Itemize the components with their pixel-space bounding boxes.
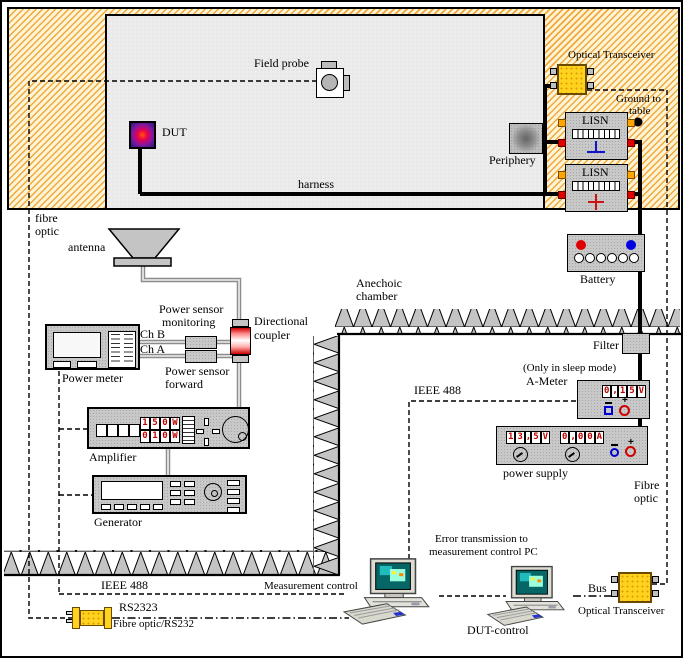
shielded-room-interior (105, 14, 545, 210)
fibre-optic-right-label-line2: optic (634, 491, 658, 505)
power-supply-knob-1 (513, 447, 528, 462)
ch-a-label: Ch A (140, 342, 166, 356)
a-meter-minus-terminal (604, 406, 613, 415)
fibre-rs232-label: Fibre optic/RS232 (113, 618, 194, 630)
dut-control-pc-icon (486, 565, 565, 627)
harness-label: harness (298, 177, 334, 191)
error-transmission-label-line2: measurement control PC (429, 546, 538, 558)
power-supply-current-display: 0 , 0 0 A (560, 431, 604, 444)
ground-to-table-label-line1: Ground to (616, 93, 661, 105)
power-sensor-forward-label-line2: forward (165, 377, 203, 391)
generator-knob (204, 483, 222, 501)
ground-to-table-label-line2: table (629, 105, 651, 117)
dut-label: DUT (162, 125, 187, 139)
lisn-bottom-box: LISN (558, 164, 635, 212)
directional-coupler-label-line2: coupler (254, 328, 290, 342)
dut-box (129, 121, 156, 149)
battery-label: Battery (580, 272, 616, 286)
generator-box (92, 475, 247, 514)
amplifier-box: 1 5 0 W 0 1 0 W (87, 407, 250, 449)
lisn-top-box: LISN (558, 112, 635, 160)
power-supply-knob-2 (565, 447, 580, 462)
filter-box (622, 333, 650, 354)
antenna-label: antenna (68, 240, 106, 254)
power-sensor-monitoring-label-line2: monitoring (162, 315, 216, 329)
power-supply-plus-terminal (625, 446, 636, 457)
optical-transceiver-bottom-icon (611, 572, 659, 603)
generator-label: Generator (94, 515, 142, 529)
ieee488-bottom-label: IEEE 488 (101, 578, 148, 592)
anechoic-chamber-label-line1: Anechoic (356, 276, 402, 290)
periphery-label: Periphery (489, 153, 536, 167)
power-supply-box: 1 3 , 5 V 0 , 0 0 A + (496, 426, 648, 465)
optical-transceiver-top-label: Optical Transceiver (568, 49, 655, 61)
anechoic-chamber-label-line2: chamber (356, 289, 398, 303)
measurement-control-label: Measurement control (264, 580, 358, 592)
ieee488-right-label: IEEE 488 (414, 383, 461, 397)
rs232-label: RS2323 (119, 600, 158, 614)
directional-coupler-label-line1: Directional (254, 314, 308, 328)
field-probe-label: Field probe (254, 56, 309, 70)
power-sensor-monitoring-label-line1: Power sensor (159, 302, 224, 316)
amplifier-knob (222, 416, 249, 443)
lisn-top-ground-symbol (595, 141, 597, 151)
periphery-box (509, 123, 543, 154)
fibre-optic-line-left (28, 80, 317, 619)
power-supply-voltage-display: 1 3 , 5 V (506, 431, 550, 444)
a-meter-plus-terminal (619, 405, 630, 416)
lisn-bottom-label: LISN (582, 165, 609, 179)
ieee488-bus-right (408, 400, 576, 563)
power-meter-label: Power meter (62, 371, 123, 385)
error-transmission-label-line1: Error transmission to (435, 533, 528, 545)
bus-label: Bus (588, 581, 607, 595)
fibre-rs232-converter-icon (66, 607, 112, 629)
rf-cables (139, 266, 242, 476)
a-meter-display: 0 , 1 5 V (602, 385, 646, 398)
fibre-optic-left-label-line1: fibre (35, 211, 58, 225)
power-sensor-monitoring-box (185, 336, 217, 349)
filter-label: Filter (593, 338, 619, 352)
absorber-column-left-wall (313, 336, 339, 575)
fibre-optic-left-label-line2: optic (35, 224, 59, 238)
power-sensor-forward-box (185, 350, 217, 363)
lisn-top-label: LISN (582, 113, 609, 127)
power-supply-minus-terminal (610, 448, 619, 457)
power-supply-label: power supply (503, 466, 568, 480)
ground-to-table-dot (633, 117, 643, 127)
a-meter-label: A-Meter (526, 374, 568, 388)
field-probe-icon (316, 57, 356, 99)
amplifier-label: Amplifier (89, 450, 137, 464)
fibre-optic-right-label-line1: Fibre (634, 478, 660, 492)
amplifier-display: 1 5 0 W 0 1 0 W (140, 417, 180, 443)
optical-transceiver-top-icon (550, 64, 594, 95)
sleep-mode-note: (Only in sleep mode) (523, 362, 617, 374)
directional-coupler-icon (230, 319, 251, 363)
power-sensor-forward-label-line1: Power sensor (165, 364, 230, 378)
absorber-row-bottom (4, 550, 338, 575)
ch-b-label: Ch B (140, 327, 166, 341)
antenna-icon (107, 228, 181, 267)
absorber-row-top-right (335, 309, 680, 334)
optical-transceiver-bottom-label: Optical Transceiver (578, 605, 665, 617)
harness-wire (138, 84, 565, 196)
dut-control-label: DUT-control (467, 623, 529, 637)
power-meter-box (45, 324, 140, 370)
a-meter-box: 0 , 1 5 V + (577, 380, 650, 419)
fibre-optic-line-right (587, 89, 668, 585)
battery-icon (567, 234, 645, 272)
